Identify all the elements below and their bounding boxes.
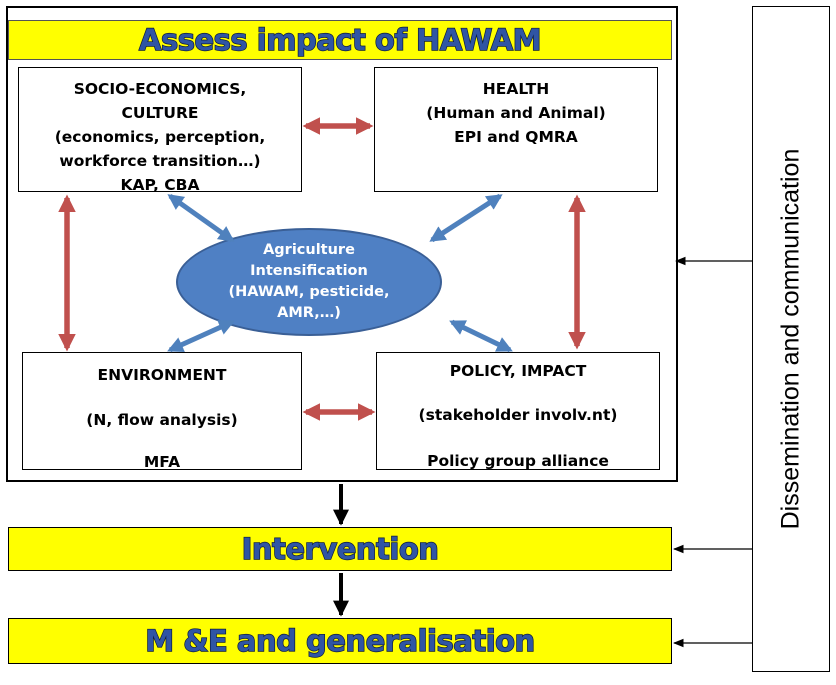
- socio-line-4: workforce transition…): [59, 152, 261, 170]
- dissemination-panel: Dissemination and communication: [752, 6, 830, 672]
- health-line-3: EPI and QMRA: [454, 128, 578, 146]
- agriculture-intensification-ellipse: Agriculture Intensification (HAWAM, pest…: [176, 228, 442, 336]
- environment-box: ENVIRONMENT (N, flow analysis) MFA: [22, 352, 302, 471]
- assess-impact-title: Assess impact of HAWAM: [138, 22, 542, 57]
- health-center-arrow: [429, 193, 503, 243]
- intervention-label: Intervention: [241, 531, 440, 566]
- environment-line-2: (N, flow analysis): [86, 411, 238, 429]
- socio-line-3: (economics, perception,: [54, 128, 266, 146]
- policy-line-1: POLICY, IMPACT: [449, 362, 587, 380]
- center-line-3: (HAWAM, pesticide,: [228, 284, 390, 300]
- policy-line-2: (stakeholder involv.nt): [418, 406, 618, 424]
- socio-line-1: SOCIO-ECONOMICS,: [73, 80, 247, 98]
- center-line-2: Intensification: [250, 263, 368, 279]
- environment-line-3: MFA: [143, 453, 181, 471]
- socio-line-5: KAP, CBA: [120, 176, 200, 194]
- me-generalisation-label: M &E and generalisation: [145, 623, 536, 658]
- environment-center-arrow: [167, 319, 235, 353]
- socio-economics-box: SOCIO-ECONOMICS, CULTURE (economics, per…: [18, 67, 302, 194]
- environment-line-1: ENVIRONMENT: [97, 366, 227, 384]
- policy-line-3: Policy group alliance: [427, 452, 609, 470]
- health-box: HEALTH (Human and Animal) EPI and QMRA: [374, 67, 658, 192]
- center-line-4: AMR,…): [277, 305, 341, 321]
- center-line-1: Agriculture: [263, 242, 355, 258]
- health-line-1: HEALTH: [482, 80, 550, 98]
- intervention-band: Intervention: [8, 527, 672, 571]
- policy-center-arrow: [449, 319, 513, 353]
- assess-impact-title-bar: Assess impact of HAWAM: [8, 20, 672, 60]
- socio-center-arrow: [167, 193, 235, 243]
- policy-impact-box: POLICY, IMPACT (stakeholder involv.nt) P…: [376, 352, 660, 470]
- me-generalisation-band: M &E and generalisation: [8, 618, 672, 664]
- health-line-2: (Human and Animal): [426, 104, 606, 122]
- socio-line-2: CULTURE: [121, 104, 199, 122]
